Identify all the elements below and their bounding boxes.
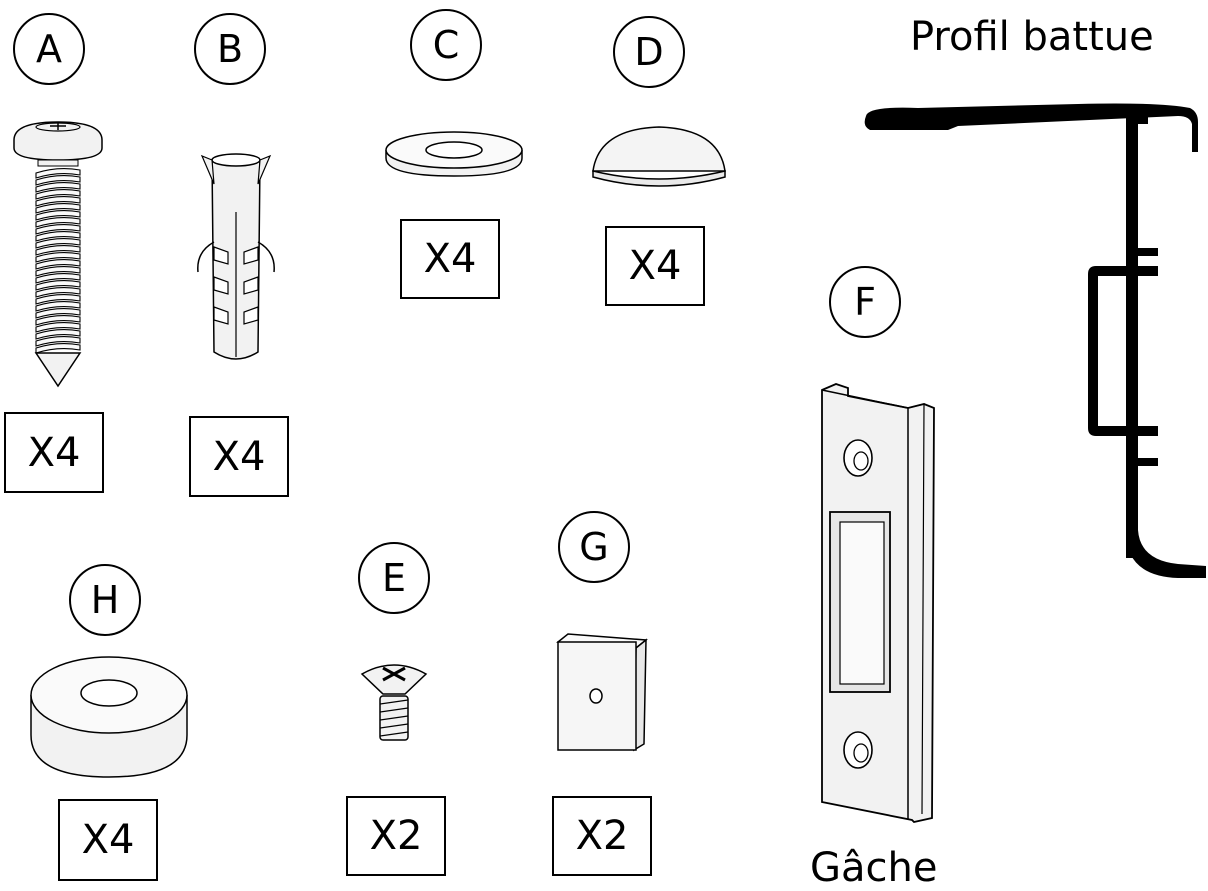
- profile-caption: Profil battue: [910, 14, 1154, 60]
- part-g-label: G: [558, 511, 630, 583]
- washer-icon: [385, 131, 523, 177]
- part-h-label: H: [69, 564, 141, 636]
- screw-icon: [13, 121, 103, 388]
- part-e-label: E: [358, 542, 430, 614]
- thick-washer-icon: [30, 656, 188, 778]
- wall-plug-icon: [197, 153, 275, 360]
- part-b-label: B: [194, 13, 266, 85]
- part-a-quantity: X4: [4, 412, 104, 493]
- part-c-label: C: [410, 9, 482, 81]
- spacer-block-icon: [556, 633, 648, 752]
- part-d-label: D: [613, 16, 685, 88]
- part-c-quantity: X4: [400, 219, 500, 299]
- countersunk-screw-icon: [360, 664, 428, 741]
- profile-section-icon: [864, 103, 1206, 578]
- part-e-quantity: X2: [346, 796, 446, 876]
- part-b-quantity: X4: [189, 416, 289, 497]
- strike-plate-icon: [821, 383, 935, 823]
- part-f-label: F: [829, 266, 901, 338]
- part-g-quantity: X2: [552, 796, 652, 876]
- strike-caption: Gâche: [810, 845, 938, 891]
- part-a-label: A: [13, 13, 85, 85]
- part-h-quantity: X4: [58, 799, 158, 881]
- bumper-cap-icon: [592, 126, 726, 187]
- part-d-quantity: X4: [605, 226, 705, 306]
